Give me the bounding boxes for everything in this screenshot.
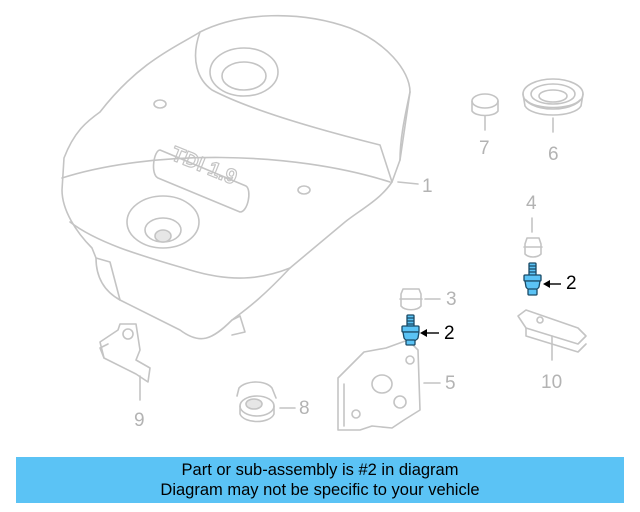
callout-2-upper: 2: [566, 273, 577, 294]
info-banner: Part or sub-assembly is #2 in diagram Di…: [16, 457, 624, 503]
clip-part-9: [99, 323, 151, 401]
callout-9: 9: [134, 410, 145, 431]
callout-8: 8: [299, 398, 310, 419]
callout-1: 1: [422, 176, 433, 197]
bracket-part-10: [517, 309, 587, 361]
callout-10: 10: [541, 372, 563, 393]
parts-diagram: TDI 1.9: [61, 14, 587, 431]
mount-part-4: [523, 217, 543, 258]
arrow-to-part-2-lower: [420, 329, 439, 337]
banner-line-disclaimer: Diagram may not be specific to your vehi…: [160, 481, 480, 499]
callout-5: 5: [445, 373, 456, 394]
stud-part-2-upper: [523, 262, 542, 296]
arrow-to-part-2-upper: [543, 280, 561, 288]
callout-7: 7: [479, 138, 490, 159]
callout-3: 3: [446, 289, 457, 310]
banner-line-part-number: Part or sub-assembly is #2 in diagram: [181, 461, 459, 479]
grommet-part-8: [236, 381, 296, 423]
callout-4: 4: [526, 193, 537, 214]
grommet-part-6: [522, 78, 584, 133]
diagram-drawing: TDI 1.9: [61, 14, 587, 431]
engine-cover-part-1: TDI 1.9: [61, 14, 419, 340]
callout-6: 6: [548, 144, 559, 165]
callout-2-lower: 2: [444, 323, 455, 344]
bracket-part-5: [337, 339, 441, 431]
stud-part-2-lower: [401, 314, 420, 346]
plug-part-7: [471, 93, 499, 131]
mount-part-3: [399, 288, 441, 311]
